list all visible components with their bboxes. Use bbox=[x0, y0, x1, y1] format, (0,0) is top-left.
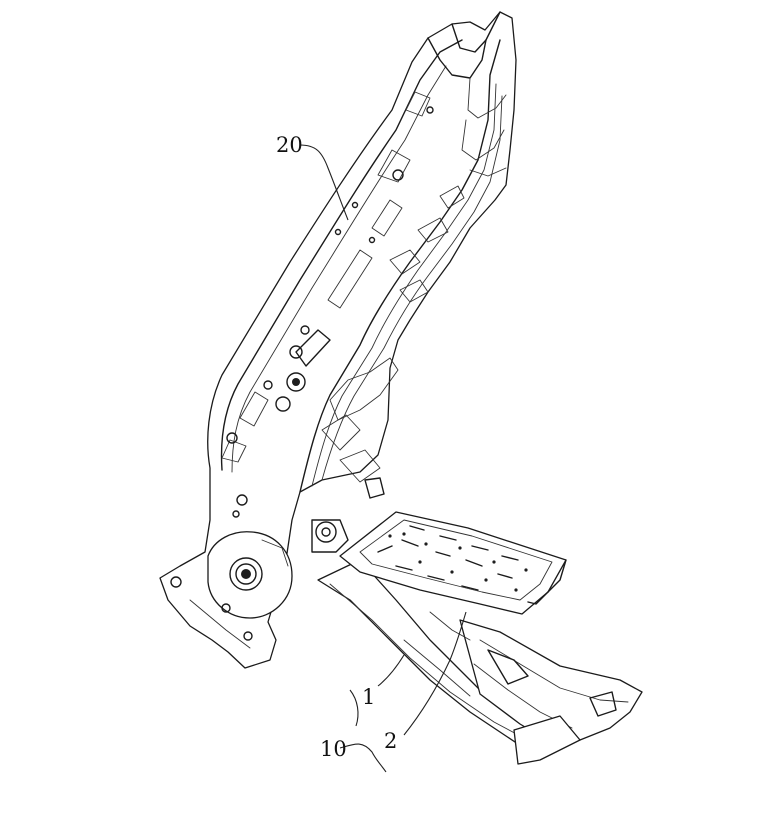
leader-1 bbox=[377, 654, 405, 687]
cushion-assembly bbox=[317, 511, 643, 765]
label-2: 2 bbox=[384, 729, 397, 753]
label-10: 10 bbox=[320, 737, 347, 761]
leader-10 bbox=[339, 743, 387, 773]
label-20: 20 bbox=[276, 133, 303, 157]
leader-lines bbox=[299, 144, 467, 773]
reference-labels: 20 1 2 10 bbox=[276, 133, 397, 761]
label-1: 1 bbox=[362, 685, 375, 709]
leader-2 bbox=[403, 611, 467, 736]
leader-10-brace bbox=[349, 689, 359, 727]
leader-20 bbox=[299, 144, 349, 221]
seatback-frame bbox=[159, 11, 517, 669]
